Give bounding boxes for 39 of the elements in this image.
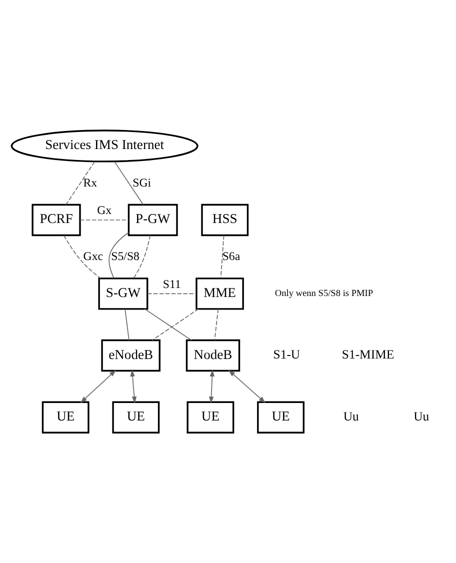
arrow (130, 370, 137, 404)
node-box: eNodeB (101, 339, 160, 372)
node-box: PCRF (32, 204, 81, 236)
label: S1-U (273, 347, 300, 362)
node-ellipse: Services IMS Internet (10, 130, 198, 162)
node-box: P-GW (128, 204, 178, 236)
edge-label: S6a (222, 248, 240, 263)
label: Only wenn S5/S8 is PMIP (274, 289, 374, 300)
node-box: UE (257, 401, 304, 434)
connector (114, 161, 144, 206)
arrow (208, 370, 215, 404)
node-box: MME (196, 278, 244, 310)
arrow (80, 370, 116, 403)
edge-label: Gxc (83, 248, 104, 263)
edge-label: Gx (97, 203, 112, 218)
node-box: UE (186, 401, 234, 434)
node-box: UE (112, 401, 160, 434)
connector (152, 308, 199, 341)
connector (108, 232, 130, 279)
node-box: S-GW (98, 278, 148, 310)
connector (66, 161, 95, 206)
connector (133, 234, 151, 279)
edge-label: S5/S8 (111, 248, 140, 263)
label: S1-MIME (342, 347, 394, 362)
connector (147, 293, 197, 294)
node-box: UE (42, 401, 90, 434)
arrow (228, 370, 266, 403)
connector (220, 234, 224, 279)
node-box: NodeB (186, 339, 240, 372)
edge-label: S11 (162, 276, 181, 291)
label: Uu (343, 409, 359, 424)
node-box: HSS (201, 204, 249, 236)
edge-label: Rx (83, 175, 98, 190)
edge-label: SGi (132, 175, 152, 190)
connector (144, 308, 192, 341)
connector (214, 308, 219, 341)
label: Uu (414, 409, 430, 424)
connector (124, 308, 130, 341)
connector (63, 235, 101, 279)
